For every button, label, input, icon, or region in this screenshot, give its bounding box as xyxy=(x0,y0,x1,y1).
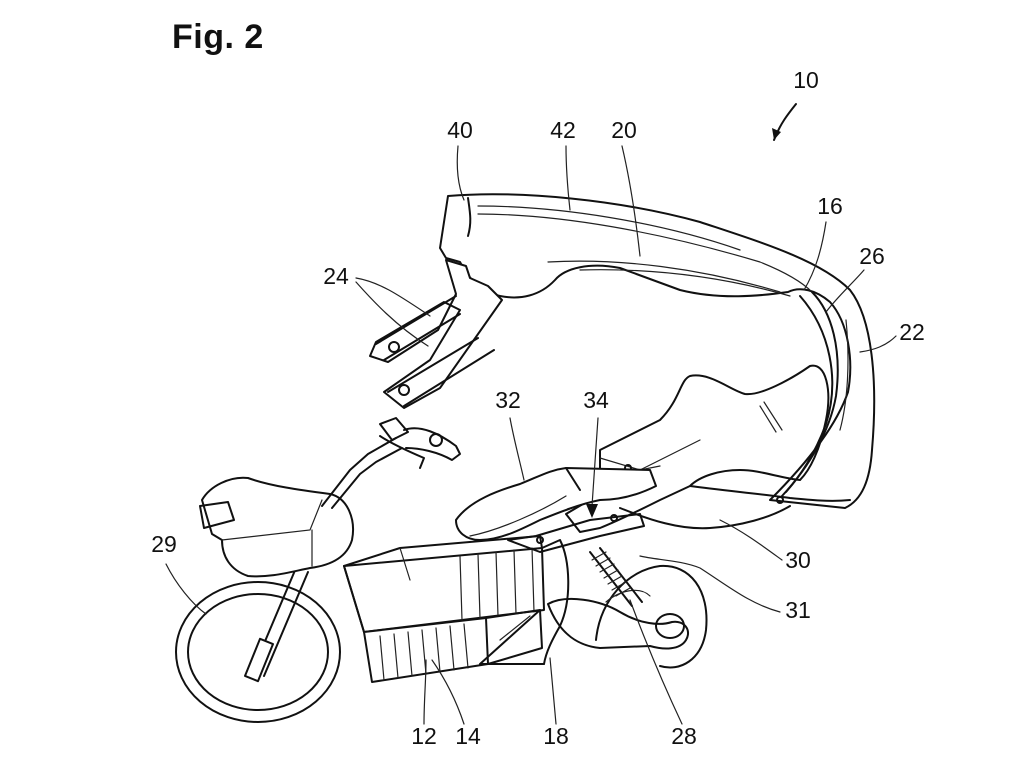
ref-32: 32 xyxy=(495,387,521,413)
ref-14: 14 xyxy=(455,723,481,749)
ref-20: 20 xyxy=(611,117,637,143)
ref-12: 12 xyxy=(411,723,437,749)
front-wheel xyxy=(175,567,341,723)
battery-pack xyxy=(343,535,545,683)
arrowhead-34 xyxy=(586,504,598,518)
ref-26: 26 xyxy=(859,243,885,269)
chassis-frame xyxy=(479,513,645,665)
shock-absorber xyxy=(589,547,643,607)
ref-18: 18 xyxy=(543,723,569,749)
handlebar xyxy=(321,417,461,509)
ref-16: 16 xyxy=(817,193,843,219)
ref-29: 29 xyxy=(151,531,177,557)
ref-42: 42 xyxy=(550,117,576,143)
roof-support-struts xyxy=(369,259,503,409)
ref-22: 22 xyxy=(899,319,925,345)
front-fairing xyxy=(199,476,354,578)
rear-fairing xyxy=(785,295,834,493)
arrowhead-10 xyxy=(772,128,781,140)
reference-labels: 10 40 42 20 16 26 22 24 32 34 29 30 31 1… xyxy=(151,67,925,749)
ref-31: 31 xyxy=(785,597,811,623)
rear-wheel xyxy=(547,564,708,669)
ref-10: 10 xyxy=(793,67,819,93)
ref-24: 24 xyxy=(323,263,349,289)
seat xyxy=(455,467,657,541)
ref-40: 40 xyxy=(447,117,473,143)
ref-28: 28 xyxy=(671,723,697,749)
leader-lines xyxy=(165,103,897,725)
ref-34: 34 xyxy=(583,387,609,413)
ref-30: 30 xyxy=(785,547,811,573)
figure-title: Fig. 2 xyxy=(172,18,264,56)
